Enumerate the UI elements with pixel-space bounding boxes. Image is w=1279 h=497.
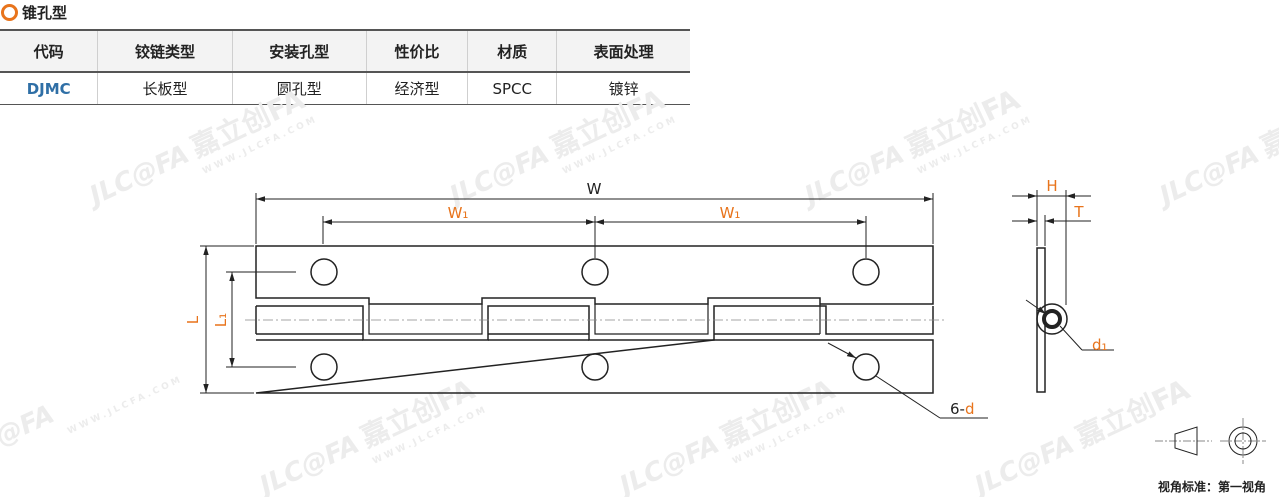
dim-label-w: W <box>587 180 602 198</box>
col-header-material: 材质 <box>467 29 558 73</box>
watermark: JLC@FA 嘉立创FA <box>1151 83 1279 214</box>
svg-text:嘉立创FA: 嘉立创FA <box>1256 83 1279 164</box>
cell-hole-type: 圆孔型 <box>231 72 367 105</box>
svg-text:JLC@FA: JLC@FA <box>251 429 364 497</box>
dim-label-w1-left: W₁ <box>448 204 469 222</box>
hinge-bottom-leaf <box>255 339 934 394</box>
watermark: JLC@FA WWW.JLCFA.COM <box>0 374 185 473</box>
svg-text:WWW.JLCFA.COM: WWW.JLCFA.COM <box>66 374 184 436</box>
svg-text:JLC@FA: JLC@FA <box>81 139 194 213</box>
circle-bullet-icon <box>1 3 18 21</box>
hole-bottom-mid <box>581 353 609 381</box>
dim-label-hole: 6-d <box>950 400 975 418</box>
hole-bottom-left <box>310 353 338 381</box>
side-dimension-lines <box>1012 190 1114 351</box>
dim-label-l: L <box>184 315 202 324</box>
watermark: JLC@FA 嘉立创FA WWW.JLCFA.COM <box>441 83 680 214</box>
col-header-value: 性价比 <box>365 29 469 73</box>
dim-label-l1: L₁ <box>212 313 230 327</box>
watermark: JLC@FA 嘉立创FA WWW.JLCFA.COM <box>611 373 850 497</box>
dim-label-h: H <box>1046 177 1057 195</box>
col-header-hinge-type: 铰链类型 <box>97 29 233 73</box>
cell-material: SPCC <box>467 72 558 105</box>
svg-text:JLC@FA: JLC@FA <box>796 139 909 213</box>
svg-text:JLC@FA: JLC@FA <box>611 429 724 497</box>
watermark: JLC@FA 嘉立创FA <box>966 373 1195 497</box>
section-title: 锥孔型 <box>0 0 67 24</box>
side-view <box>1036 247 1068 393</box>
col-header-code: 代码 <box>0 29 99 73</box>
dimension-lines <box>200 193 988 419</box>
dim-label-w1-right: W₁ <box>720 204 741 222</box>
hole-bottom-right <box>852 353 880 381</box>
cell-value: 经济型 <box>365 72 469 105</box>
watermark: JLC@FA 嘉立创FA WWW.JLCFA.COM <box>796 83 1035 214</box>
front-view <box>255 245 934 394</box>
table-row: DJMC 长板型 圆孔型 经济型 SPCC 镀锌 <box>0 72 690 105</box>
dim-label-t: T <box>1073 203 1084 221</box>
hole-top-left <box>310 258 338 286</box>
svg-text:JLC@FA: JLC@FA <box>966 429 1079 497</box>
dim-label-d1: d₁ <box>1092 336 1108 354</box>
svg-text:JLC@FA: JLC@FA <box>1151 139 1264 213</box>
projection-label: 视角标准：第一视角 <box>1158 479 1266 494</box>
svg-text:嘉立创FA: 嘉立创FA <box>1071 373 1195 454</box>
hole-top-mid <box>581 258 609 286</box>
first-angle-projection-icon <box>1155 418 1266 464</box>
watermark: JLC@FA 嘉立创FA WWW.JLCFA.COM <box>81 83 320 214</box>
cell-surface: 镀锌 <box>556 72 690 105</box>
cell-code[interactable]: DJMC <box>0 72 99 105</box>
section-title-text: 锥孔型 <box>22 3 68 22</box>
table-header-row: 代码 铰链类型 安装孔型 性价比 材质 表面处理 <box>0 29 690 73</box>
svg-text:JLC@FA: JLC@FA <box>441 139 554 213</box>
hole-top-right <box>852 258 880 286</box>
svg-text:JLC@FA: JLC@FA <box>0 399 59 473</box>
watermarks: JLC@FA 嘉立创FA WWW.JLCFA.COM JLC@FA 嘉立创FA … <box>0 83 1279 497</box>
spec-table: 代码 铰链类型 安装孔型 性价比 材质 表面处理 DJMC 长板型 圆孔型 经济… <box>0 29 690 105</box>
cell-hinge-type: 长板型 <box>97 72 233 105</box>
col-header-surface: 表面处理 <box>556 29 690 73</box>
col-header-hole-type: 安装孔型 <box>231 29 367 73</box>
